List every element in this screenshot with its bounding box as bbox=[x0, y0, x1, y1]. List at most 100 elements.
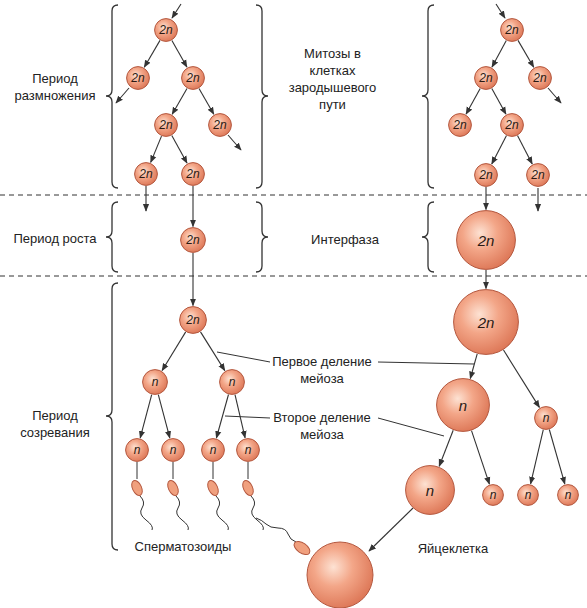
lineage-arrow-out bbox=[116, 88, 129, 103]
cell-body bbox=[182, 163, 205, 186]
fertilization-arrow bbox=[369, 508, 413, 551]
cell-body bbox=[127, 67, 150, 90]
lineage-arrow bbox=[144, 40, 160, 67]
phase-bracket bbox=[256, 202, 268, 272]
ploidy-label: 2n bbox=[181, 66, 205, 90]
ploidy-label: 2n bbox=[154, 113, 178, 137]
ploidy-label: n bbox=[517, 484, 539, 506]
ploidy-label: 2n bbox=[154, 18, 178, 42]
cell-circle: 2n bbox=[179, 306, 207, 334]
lineage-arrow bbox=[485, 270, 486, 289]
cell-circle: 2n bbox=[526, 163, 550, 187]
cell-body bbox=[475, 164, 498, 187]
lineage-arrow bbox=[172, 88, 187, 114]
cell-circle: 2n bbox=[474, 163, 498, 187]
lineage-arrow-out bbox=[548, 88, 561, 103]
lineage-arrow bbox=[216, 395, 228, 439]
period-bracket bbox=[106, 202, 118, 272]
cell-body bbox=[449, 114, 472, 137]
lineage-arrow bbox=[518, 40, 534, 67]
lineage-arrow bbox=[439, 430, 453, 466]
diagram-label: Митозы в клетках зародышевого пути bbox=[285, 45, 380, 113]
cell-circle: 2n bbox=[528, 66, 552, 90]
ploidy-label: n bbox=[142, 369, 168, 395]
cell-body bbox=[237, 439, 260, 462]
ploidy-label: n bbox=[482, 484, 504, 506]
ploidy-label: 2n bbox=[208, 113, 232, 137]
diagram-label: Интерфаза bbox=[270, 231, 420, 248]
cell-body bbox=[202, 439, 225, 462]
cell-circle: 2n bbox=[208, 113, 232, 137]
lineage-arrow bbox=[531, 430, 544, 484]
phase-bracket bbox=[256, 5, 268, 188]
sperm-stalk bbox=[248, 462, 249, 479]
sperm-head bbox=[166, 479, 181, 497]
sperm-stalk bbox=[173, 462, 174, 479]
cell-circle: n bbox=[201, 438, 225, 462]
cell-body bbox=[475, 67, 498, 90]
egg-cell bbox=[307, 542, 373, 608]
cell-body bbox=[220, 370, 245, 395]
lineage-arrow-out bbox=[496, 4, 505, 18]
cell-body bbox=[558, 485, 579, 506]
ploidy-label: n bbox=[405, 465, 455, 515]
cell-body bbox=[181, 228, 206, 253]
lineage-arrow bbox=[470, 354, 477, 379]
ploidy-label: 2n bbox=[528, 66, 552, 90]
lineage-arrow bbox=[192, 186, 193, 227]
diagram-label: Второе деление мейоза bbox=[262, 409, 382, 443]
lineage-arrow bbox=[504, 350, 540, 407]
ploidy-label: 2n bbox=[134, 162, 158, 186]
sperm-stalk bbox=[137, 462, 138, 479]
cell-body bbox=[126, 439, 149, 462]
cell-body bbox=[501, 114, 524, 137]
sperm-tail bbox=[216, 496, 228, 530]
ploidy-label: n bbox=[161, 438, 185, 462]
ploidy-label: 2n bbox=[500, 113, 524, 137]
lineage-arrow-out bbox=[145, 186, 146, 211]
ploidy-label: 2n bbox=[448, 113, 472, 137]
cell-body bbox=[406, 466, 455, 515]
lineage-arrow bbox=[518, 136, 533, 164]
large-cell: n bbox=[436, 378, 490, 432]
cell-body bbox=[437, 379, 490, 432]
period-divider bbox=[0, 276, 587, 277]
cell-circle: 2n bbox=[448, 113, 472, 137]
ploidy-label: 2n bbox=[456, 210, 516, 270]
ploidy-label: 2n bbox=[526, 163, 550, 187]
sperm-head bbox=[130, 479, 145, 497]
ploidy-label: n bbox=[219, 369, 245, 395]
lineage-arrow bbox=[492, 136, 507, 164]
lineage-arrow bbox=[492, 89, 506, 115]
cell-circle: 2n bbox=[500, 113, 524, 137]
cell-body bbox=[457, 211, 516, 270]
lineage-arrow bbox=[172, 41, 187, 68]
ploidy-label: n bbox=[436, 378, 490, 432]
cell-circle: n bbox=[142, 369, 168, 395]
cell-body bbox=[135, 163, 158, 186]
cell-body bbox=[527, 164, 550, 187]
cell-body bbox=[454, 290, 519, 355]
lineage-arrow bbox=[172, 136, 187, 164]
diagram-label: Период роста bbox=[2, 230, 108, 247]
lineage-arrow-out bbox=[228, 135, 241, 150]
diagram-label: Сперматозоиды bbox=[118, 538, 248, 555]
lineage-arrow bbox=[549, 430, 565, 484]
cell-circle: 2n bbox=[474, 66, 498, 90]
cell-circle: n bbox=[482, 484, 504, 506]
ploidy-label: 2n bbox=[181, 162, 205, 186]
ploidy-label: n bbox=[534, 406, 558, 430]
sperm-head bbox=[241, 479, 256, 497]
cell-circle: 2n bbox=[181, 66, 205, 90]
cell-circle: 2n bbox=[154, 113, 178, 137]
cell-circle: n bbox=[236, 438, 260, 462]
ploidy-label: 2n bbox=[474, 66, 498, 90]
ploidy-label: 2n bbox=[126, 66, 150, 90]
diagram-label: Яйцеклетка bbox=[398, 540, 508, 557]
large-cell: 2n bbox=[456, 210, 516, 270]
sperm-tail bbox=[251, 496, 263, 530]
lineage-arrow bbox=[140, 395, 152, 438]
diagram-label: Период созревания bbox=[2, 407, 108, 441]
ploidy-label: 2n bbox=[453, 289, 519, 355]
